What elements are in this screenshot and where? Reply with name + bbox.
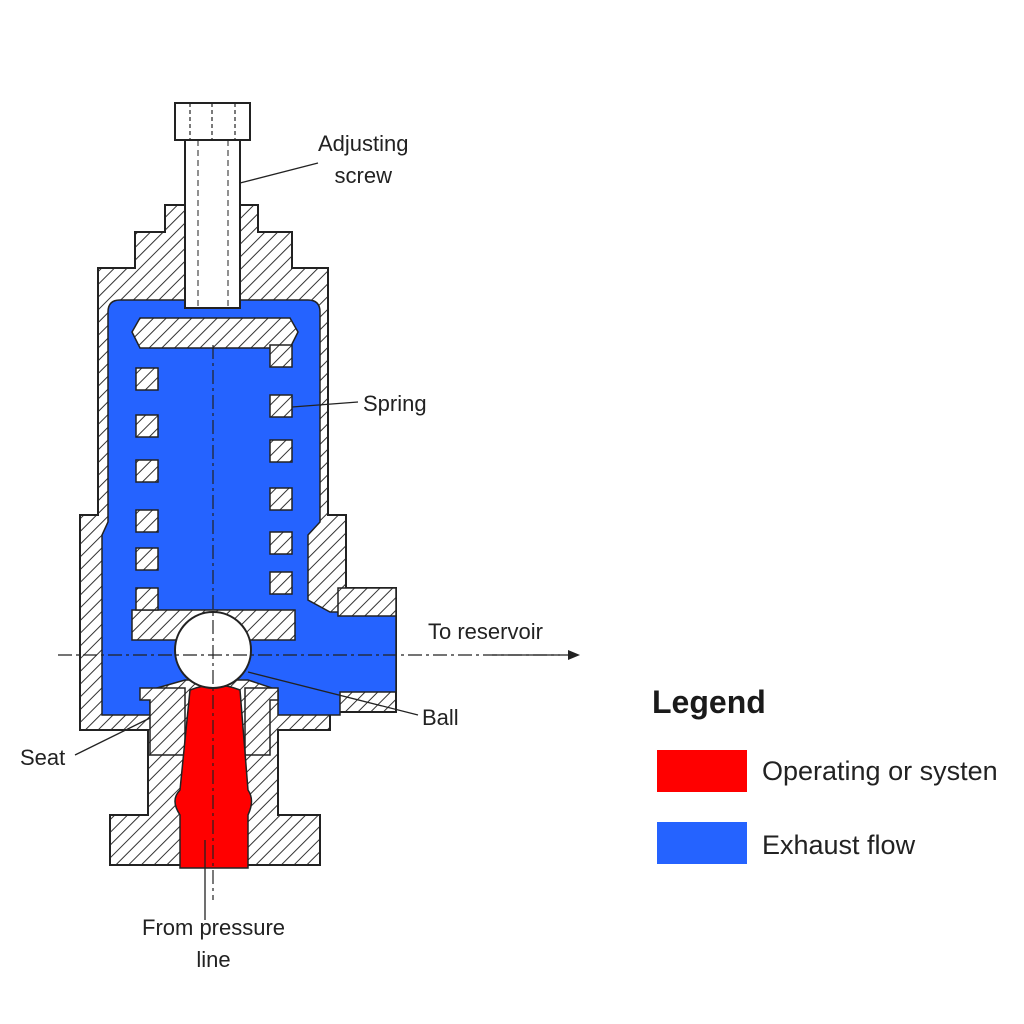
leader-seat	[74, 717, 151, 756]
spring-retainer	[131, 317, 299, 349]
seat	[139, 687, 186, 756]
spring-coils-left	[135, 367, 159, 611]
leader-ball	[247, 671, 419, 716]
legend-label-operating: Operating or systen	[762, 756, 998, 786]
legend-swatch-operating	[657, 750, 747, 792]
label-from-pressure-line2: line	[196, 947, 231, 972]
label-spring: Spring	[363, 391, 427, 416]
label-seat: Seat	[20, 745, 66, 770]
reservoir-arrow-icon	[568, 650, 580, 660]
label-ball: Ball	[422, 705, 459, 730]
label-to-reservoir: To reservoir	[428, 619, 543, 644]
legend-swatch-exhaust	[657, 822, 747, 864]
legend-title: Legend	[652, 684, 766, 720]
label-adjusting-screw-line2: screw	[334, 163, 392, 188]
legend-label-exhaust: Exhaust flow	[762, 830, 916, 860]
adjusting-screw-shaft	[184, 139, 241, 309]
label-adjusting-screw: Adjusting screw	[318, 128, 409, 192]
spring-coils-right	[269, 344, 293, 595]
leader-spring	[291, 401, 359, 408]
label-from-pressure-line: From pressure line	[142, 912, 285, 976]
label-from-pressure-line1: From pressure	[142, 915, 286, 940]
label-adjusting-screw-line1: Adjusting	[318, 131, 409, 156]
leader-adjusting-screw	[239, 162, 319, 184]
